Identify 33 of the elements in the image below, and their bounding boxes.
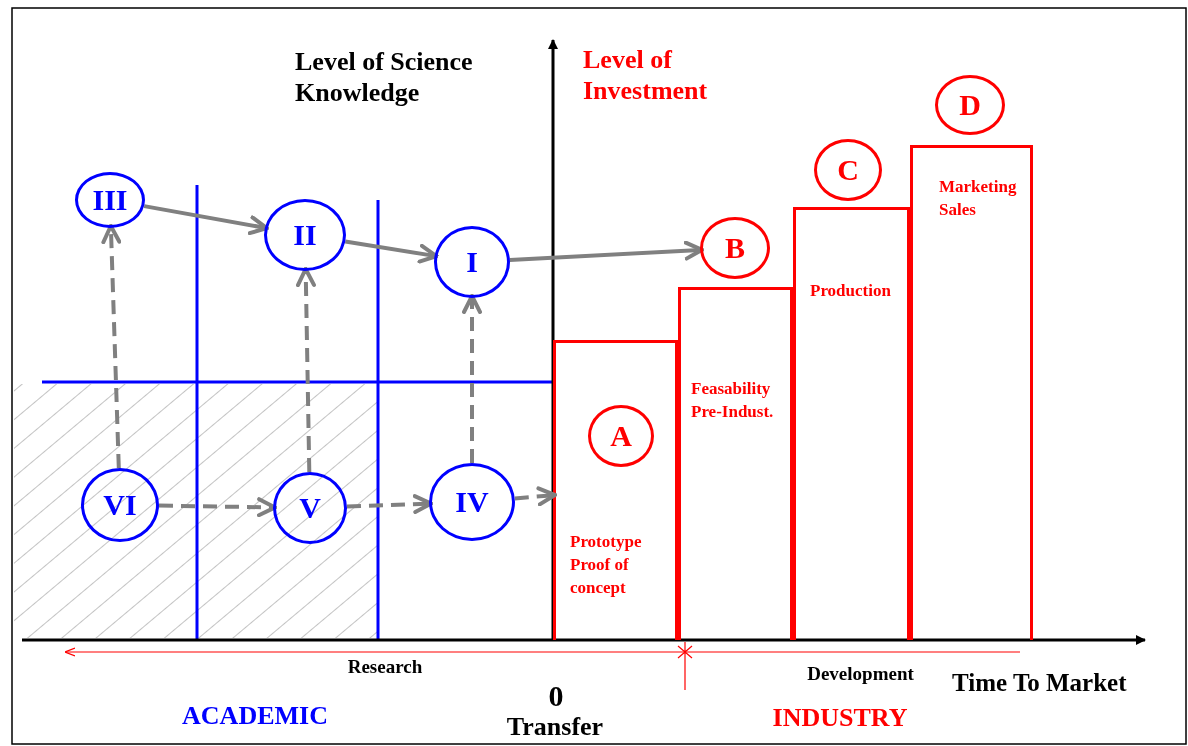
stage-bar <box>793 207 910 640</box>
arrow <box>101 224 122 469</box>
stage-circle: B <box>700 217 770 279</box>
stage-circle: V <box>273 472 347 544</box>
axis-title: Level of Investment <box>583 44 709 107</box>
axis-title: Time To Market <box>952 668 1128 698</box>
arrow <box>295 267 316 473</box>
stage-bar <box>678 287 793 640</box>
stage-bar <box>553 340 678 640</box>
stage-circle: I <box>434 226 510 298</box>
stage-circle: IV <box>429 463 515 541</box>
phase-label: Development <box>806 663 915 686</box>
arrow <box>143 204 269 236</box>
origin-label: 0 <box>547 678 565 714</box>
stage-circle: VI <box>81 468 159 542</box>
stage-circle: II <box>264 199 346 271</box>
stage-circle: A <box>588 405 654 467</box>
origin-label: Transfer <box>505 711 605 743</box>
axis-title: Level of Science Knowledge <box>295 46 474 109</box>
arrow <box>462 294 482 463</box>
stage-label: Production <box>810 280 891 302</box>
stage-label: Feasability Pre-Indust. <box>691 378 775 423</box>
arrow <box>345 239 439 264</box>
phase-label: Research <box>346 656 424 679</box>
sector-label: ACADEMIC <box>181 700 329 732</box>
arrow <box>158 497 277 518</box>
stage-circle: D <box>935 75 1005 135</box>
stage-label: Marketing Sales <box>939 176 1018 221</box>
stage-circle: C <box>814 139 882 201</box>
stage-bar <box>910 145 1033 640</box>
sector-label: INDUSTRY <box>771 702 909 734</box>
stage-circle: III <box>75 172 145 228</box>
stage-label: Prototype Proof of concept <box>570 531 643 599</box>
